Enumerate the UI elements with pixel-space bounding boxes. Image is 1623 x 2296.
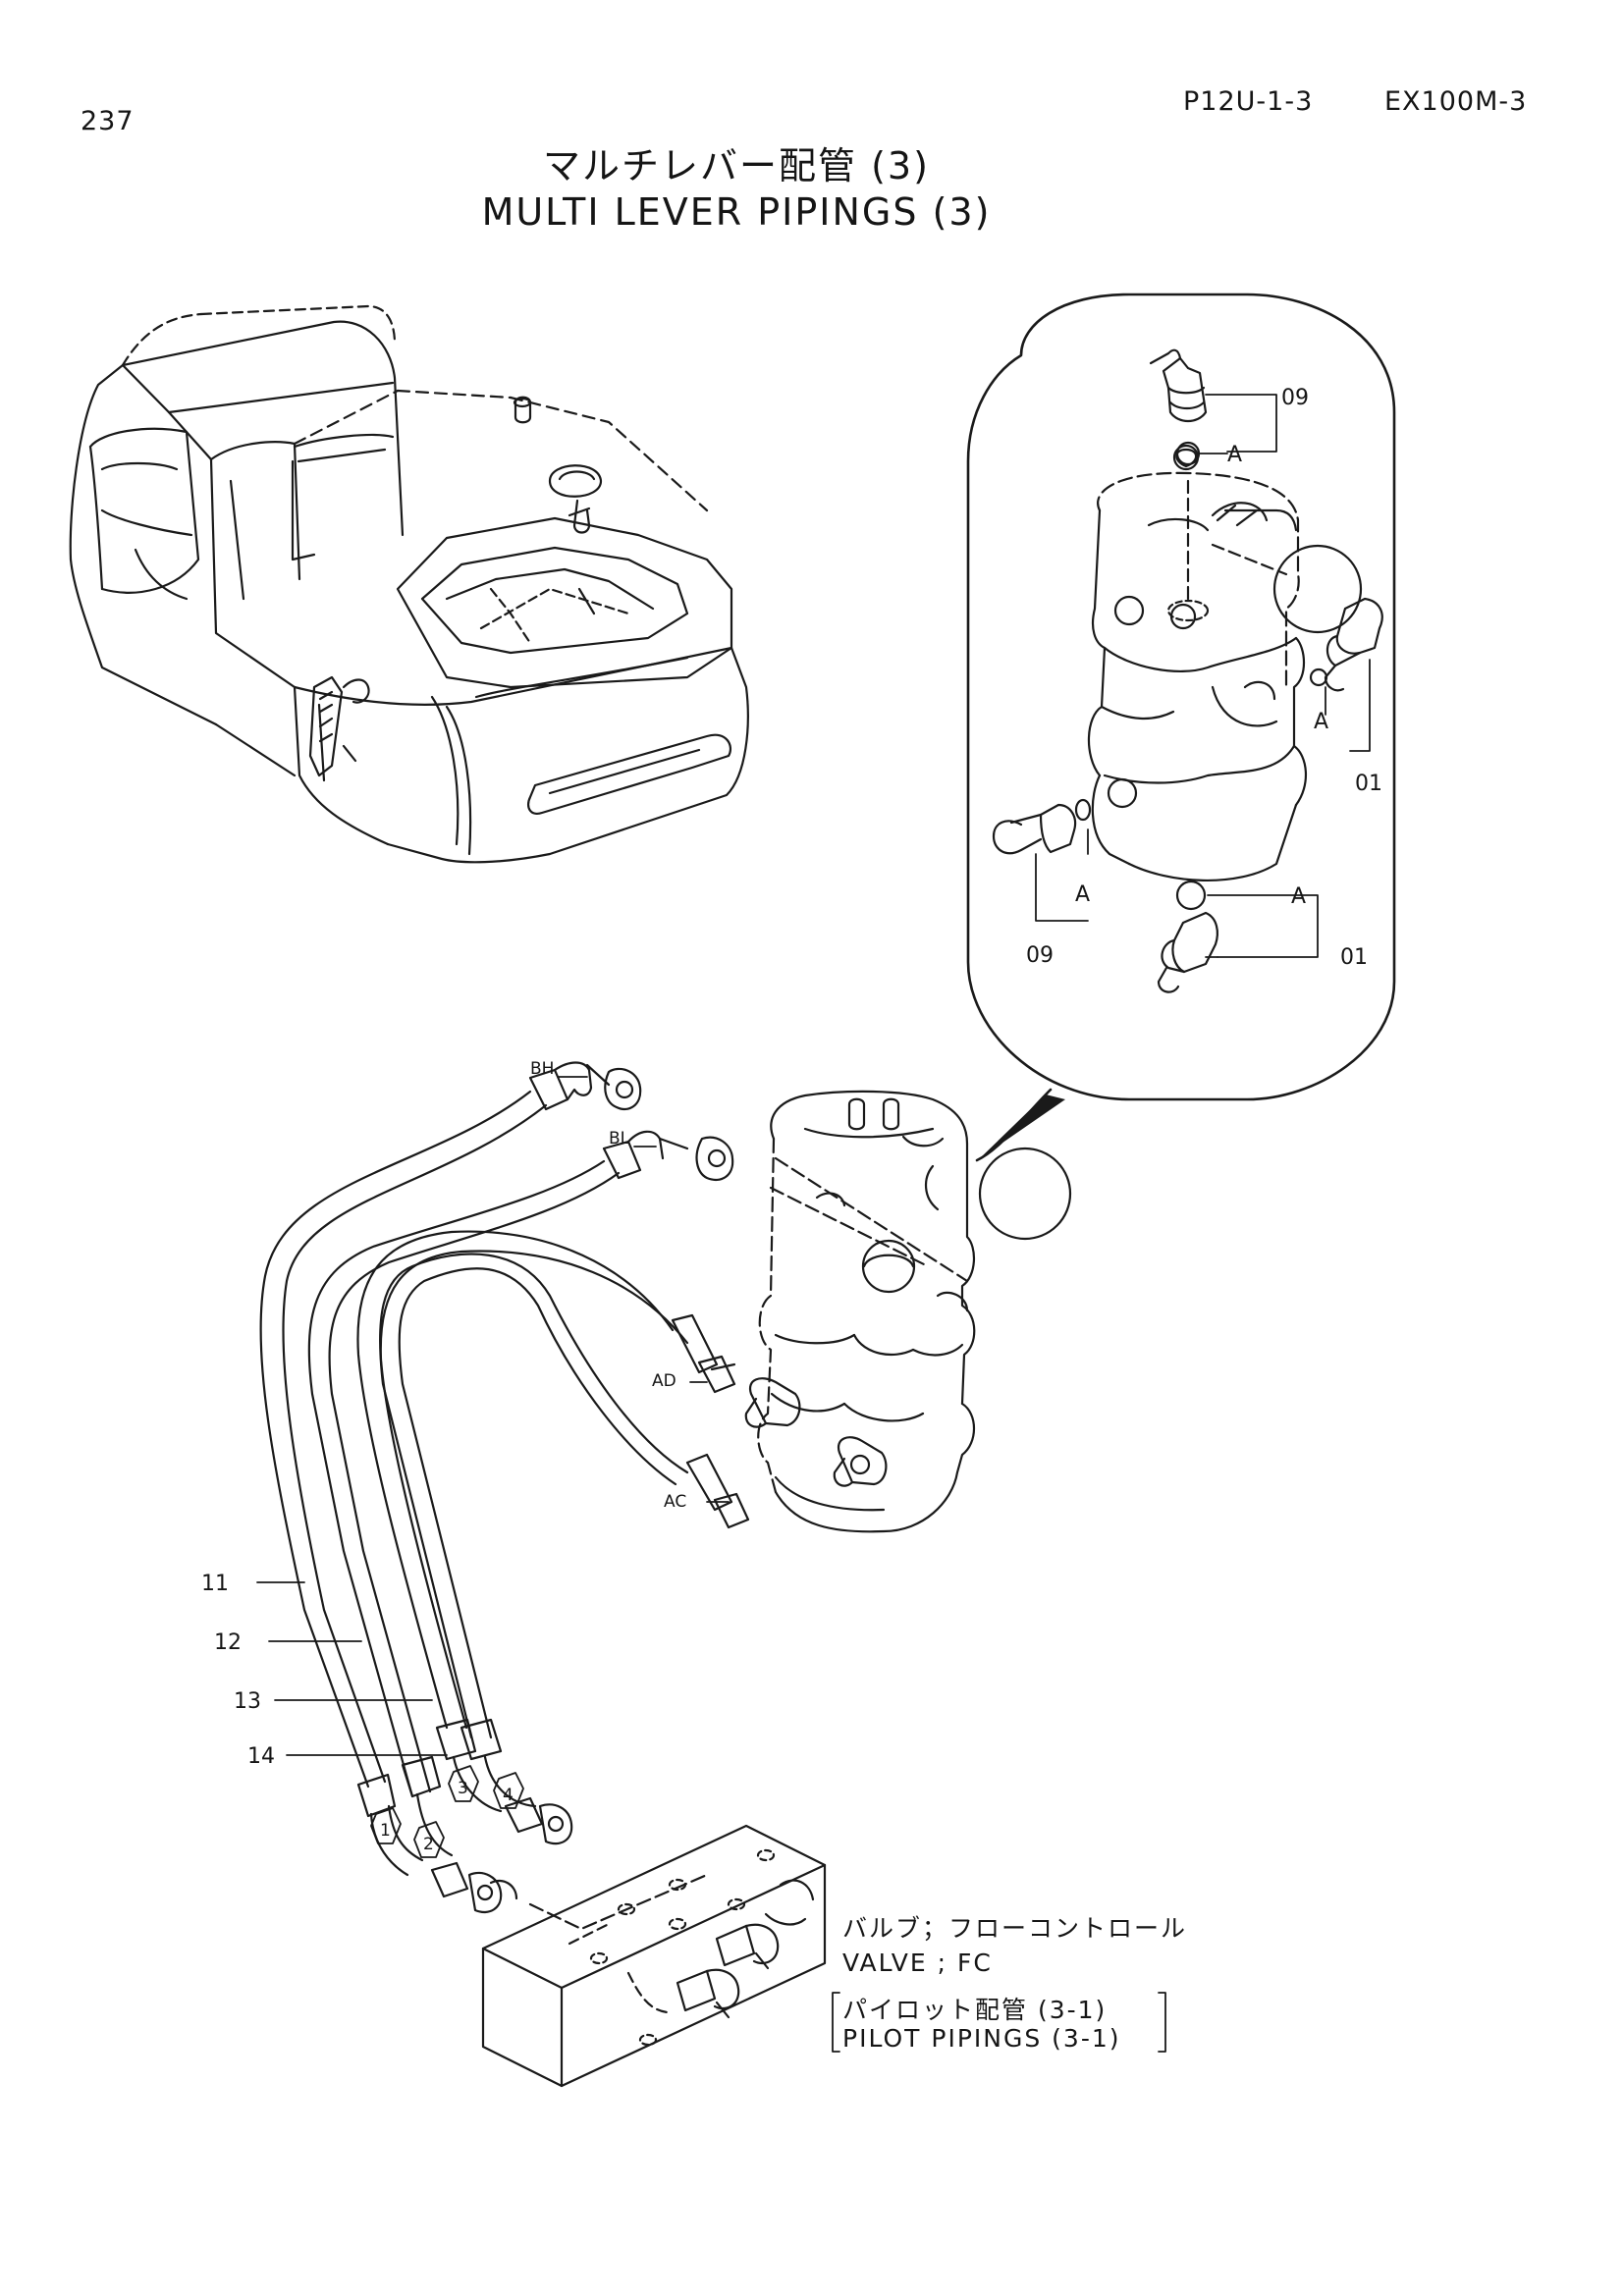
- pilot-hoses: [259, 1090, 689, 1798]
- valve-note-brackets: [832, 1992, 1166, 2053]
- drawing-code: P12U-1-3: [1183, 86, 1314, 117]
- callout-detail-right: 01: [1355, 772, 1382, 796]
- callout-detail-bottom: 01: [1340, 945, 1368, 970]
- hose-badge-1: 1: [380, 1821, 391, 1841]
- title-japanese: マルチレバー配管 (3): [543, 144, 930, 187]
- callout-a-right: A: [1314, 710, 1328, 734]
- callout-hose-12: 12: [214, 1630, 242, 1655]
- callout-hose-14: 14: [247, 1744, 275, 1769]
- hose-badge-3: 3: [458, 1779, 468, 1798]
- pilot-piping-ref-japanese: パイロット配管 (3-1): [842, 1996, 1108, 2024]
- detail-view-bubble: [966, 293, 1396, 1241]
- callout-detail-top: 09: [1281, 386, 1309, 410]
- hose-number-badges: [370, 1765, 524, 1858]
- port-label-bh: BH: [530, 1059, 554, 1079]
- callout-hose-11: 11: [201, 1572, 229, 1596]
- hose-end-fittings: [528, 1061, 888, 1529]
- valve-note-japanese: バルブ；フローコントロール: [842, 1914, 1188, 1943]
- machine-model: EX100M-3: [1384, 86, 1528, 117]
- valve-note-english: VALVE ; FC: [842, 1949, 993, 1977]
- callout-leader-lines: [256, 1076, 730, 1756]
- callout-detail-left: 09: [1026, 943, 1054, 968]
- port-label-ad: AD: [652, 1371, 676, 1391]
- callout-a-bottom: A: [1291, 884, 1306, 909]
- callout-a-top: A: [1227, 443, 1242, 467]
- port-label-bl: BL: [609, 1129, 630, 1148]
- flow-control-valve-drawing: [481, 1824, 827, 2088]
- hose-badge-4: 4: [503, 1786, 514, 1805]
- callout-hose-13: 13: [234, 1689, 261, 1714]
- pilot-piping-ref-english: PILOT PIPINGS (3-1): [842, 2024, 1121, 2053]
- callout-a-left: A: [1075, 882, 1090, 907]
- hose-badge-2: 2: [423, 1835, 434, 1854]
- port-label-ac: AC: [664, 1492, 686, 1512]
- fc-valve-hose-fittings: [356, 1718, 573, 1914]
- excavator-overview-drawing: [69, 304, 749, 864]
- page-number: 237: [81, 106, 135, 136]
- multi-lever-valve-drawing: [757, 1090, 976, 1533]
- title-english: MULTI LEVER PIPINGS (3): [481, 190, 992, 234]
